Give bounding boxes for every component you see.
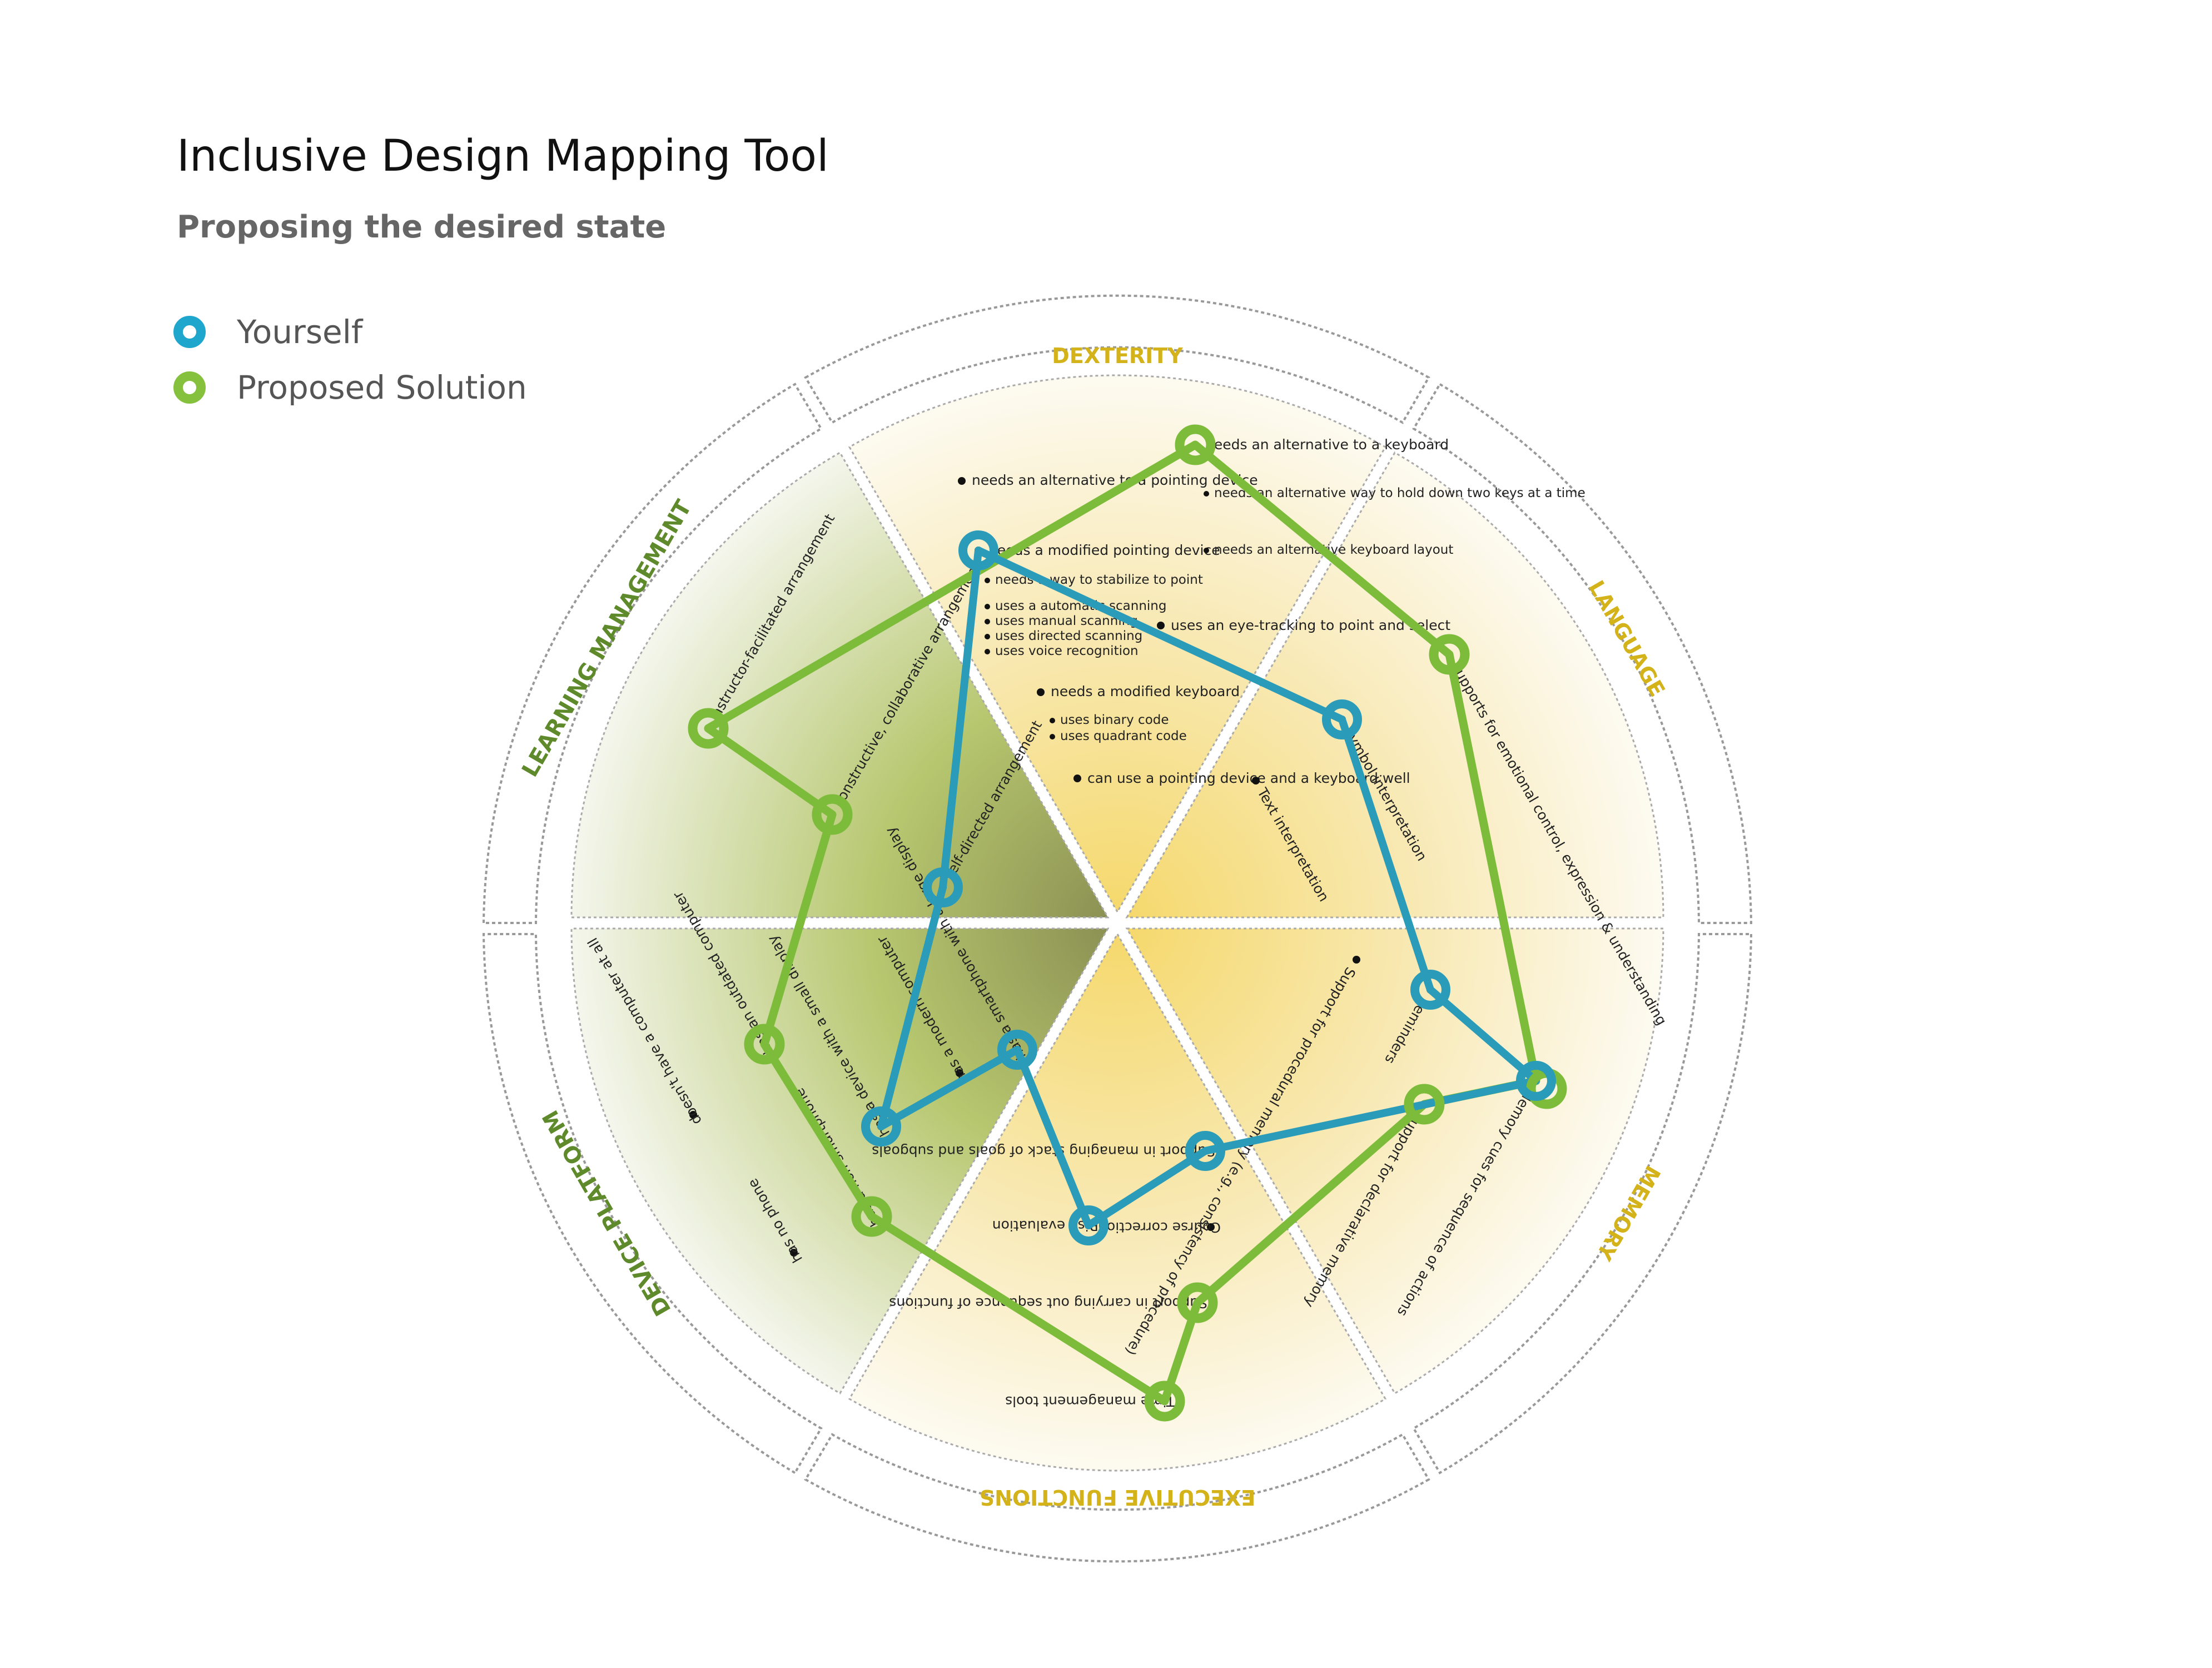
item-label: needs an alternative to a pointing devic… [972,472,1258,488]
inner-sector-language [1125,451,1664,919]
item-dot [1157,622,1165,629]
yourself-path [877,547,1540,1229]
item-dot [1050,734,1055,739]
outer-sector-language [1412,383,1753,924]
outer-sector-learning [482,383,823,924]
proposed-marker [1404,1084,1445,1125]
item-dot [1204,548,1209,553]
yourself-markers [861,530,1556,1245]
yourself-marker [997,1030,1037,1070]
item-dot [985,604,990,609]
page-title: Inclusive Design Mapping Tool [177,131,829,181]
item-label: needs an alternative to a keyboard [1205,436,1449,453]
proposed-marker [688,708,729,749]
inner-ring [570,374,1664,1472]
legend-label: Proposed Solution [237,369,527,406]
yourself-marker [1410,970,1450,1010]
item-dot [790,1249,798,1257]
dimension-label-executive: EXECUTIVE FUNCTIONS [980,1485,1256,1510]
item-label: uses quadrant code [1060,729,1187,743]
item-dot [985,578,990,583]
dexterity-items: needs an alternative to a pointing devic… [958,436,1585,786]
yourself-marker [1516,1061,1556,1101]
item-dot [1252,777,1260,785]
yourself-marker [861,1106,901,1146]
item-dot [985,634,990,639]
proposed-marker [812,794,853,835]
item-dot [1207,1223,1215,1231]
proposed-markers [688,424,1567,1422]
green-ring-icon [173,371,206,404]
item-dot [985,619,990,624]
item-dot [1073,775,1081,782]
item-dot [1204,491,1209,497]
outer-ring [482,294,1753,1563]
legend-label: Yourself [237,313,363,351]
page-subtitle: Proposing the desired state [177,209,667,245]
item-dot [689,1111,697,1119]
proposed-marker [851,1196,892,1237]
item-label: Support in managing stack of goals and s… [872,1143,1215,1159]
item-dot [985,649,990,654]
proposed-marker [744,1024,785,1065]
item-label: uses voice recognition [995,644,1139,658]
legend-item-yourself: Yourself [173,310,362,354]
item-label: needs a modified keyboard [1051,683,1240,699]
outer-sector-memory [1412,933,1753,1475]
item-label: Support in carrying out sequence of func… [889,1295,1207,1311]
yourself-marker [923,867,963,907]
proposed-marker [1429,634,1470,675]
item-dot [1050,718,1055,723]
outer-sector-device [482,933,823,1475]
item-label: uses binary code [1060,713,1169,727]
proposed-marker [1177,1282,1218,1323]
yourself-marker [958,530,998,570]
item-label: uses directed scanning [995,629,1142,643]
dimension-label-dexterity: DEXTERITY [1052,344,1183,368]
legend-item-proposed: Proposed Solution [173,365,527,410]
item-dot [1353,956,1360,964]
item-dot [956,1069,963,1077]
proposed-solution-path [704,440,1540,1406]
proposed-marker [1175,424,1216,465]
outer-sector-executive [804,1433,1430,1563]
item-label: needs an alternative way to hold down tw… [1214,486,1585,500]
proposed-marker [1144,1381,1185,1422]
inner-sector-dexterity [848,374,1387,914]
outer-sector-dexterity [804,294,1430,424]
yourself-marker [1185,1131,1225,1171]
yourself-marker [1322,699,1362,739]
inner-sector-executive [848,932,1387,1472]
yourself-marker [1068,1205,1109,1245]
inner-sector-learning [570,451,1110,919]
item-label: Risk evaluation [992,1218,1098,1234]
item-dot [958,477,966,485]
item-dot [1037,688,1045,696]
blue-ring-icon [173,316,206,348]
item-label: Course correction [1098,1219,1221,1235]
